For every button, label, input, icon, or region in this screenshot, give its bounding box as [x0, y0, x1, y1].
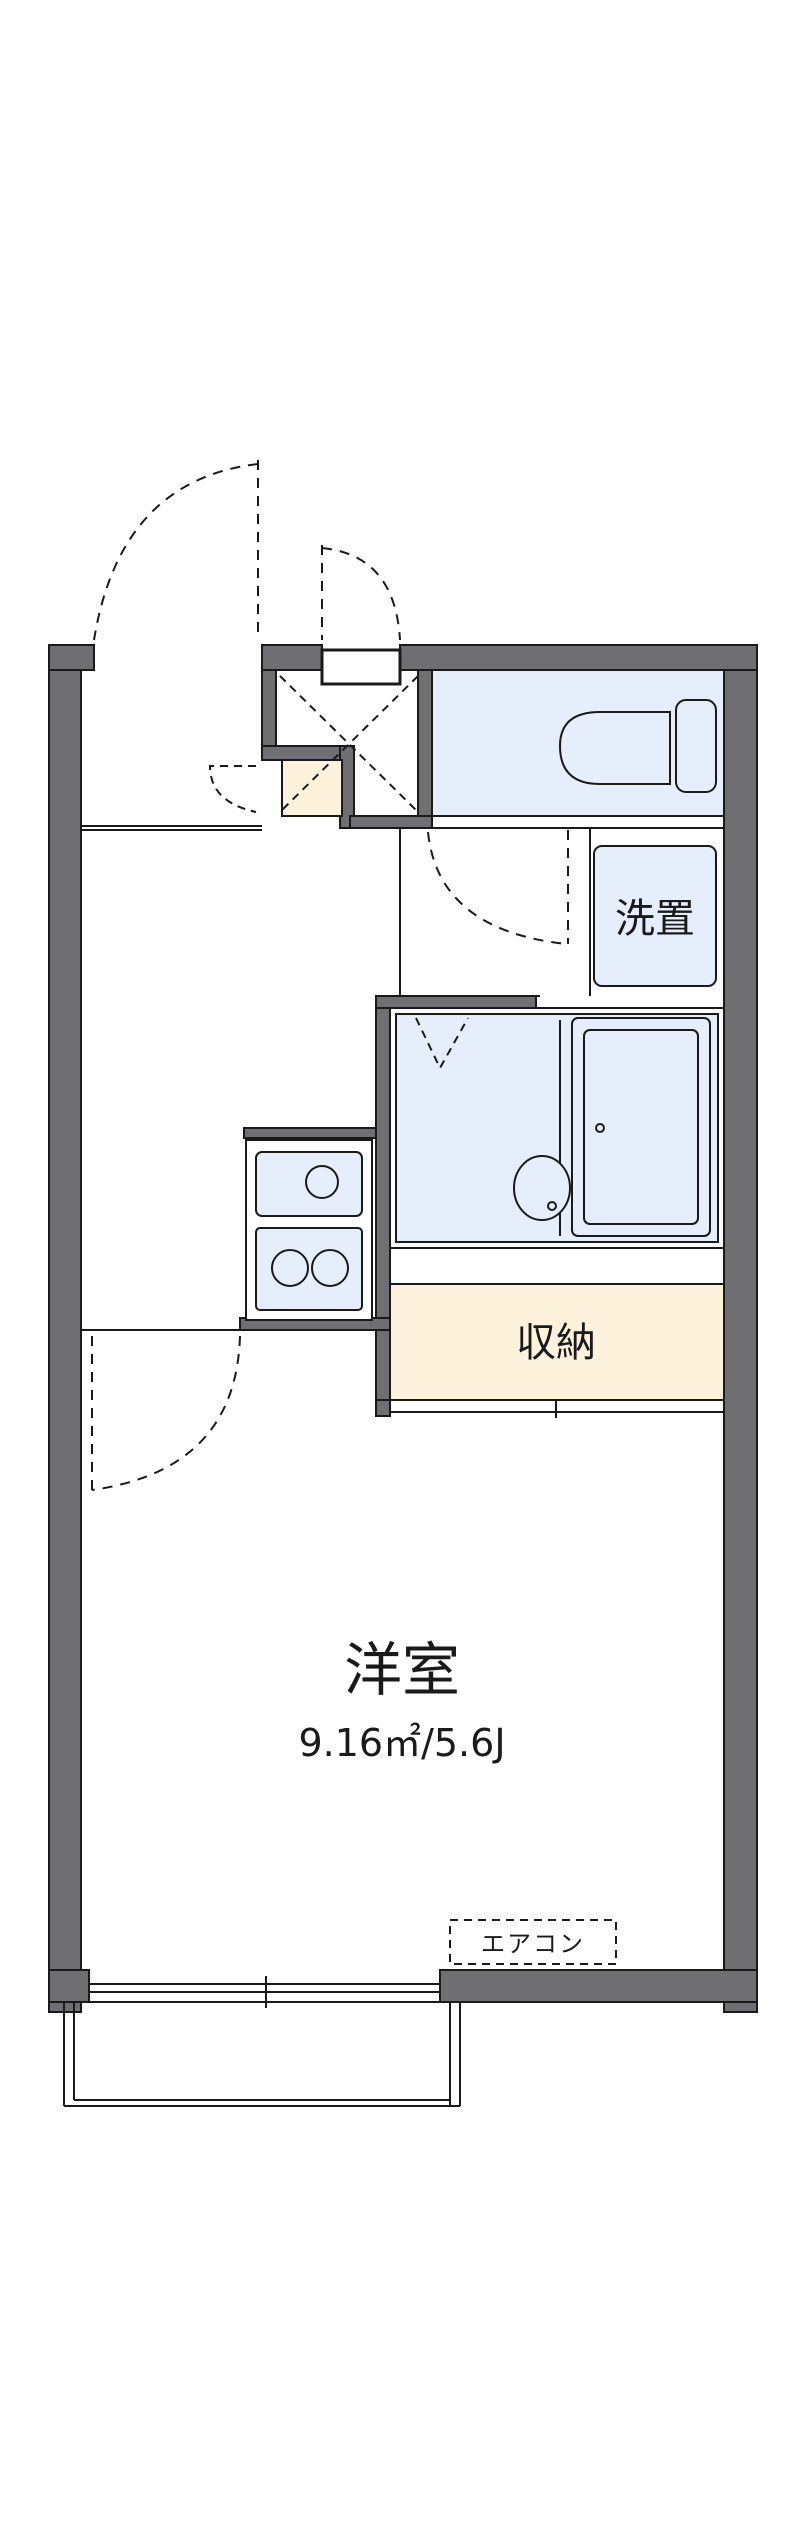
wall-toilet-left	[417, 669, 433, 829]
exterior-door-swings	[93, 460, 401, 641]
toilet-bowl	[558, 711, 671, 785]
bath-door-mark	[415, 1017, 469, 1071]
wall-genkan-step	[261, 745, 353, 761]
shoe-box	[281, 759, 343, 817]
air-conditioner-label: エアコン	[481, 1930, 585, 1958]
top-wall-mid	[261, 644, 323, 671]
balcony-window	[89, 1976, 440, 2008]
bottom-wall-right	[439, 1969, 758, 2003]
top-wall-left	[48, 644, 95, 671]
bottom-wall-left	[48, 1969, 90, 2003]
washer-pan	[593, 845, 717, 987]
left-wall	[48, 644, 82, 2013]
washroom-door-swing	[427, 830, 569, 945]
washbasin	[513, 1155, 571, 1221]
air-conditioner-box	[449, 1919, 617, 1965]
stove	[255, 1227, 363, 1311]
right-wall	[723, 644, 758, 2013]
storage-area	[389, 1283, 725, 1401]
washer-label: 洗置	[615, 896, 695, 942]
storage: 収納	[389, 1283, 725, 1401]
wall-kitchen-top	[243, 1127, 377, 1139]
washer-space: 洗置	[427, 830, 717, 987]
burner-left	[271, 1249, 309, 1287]
wall-storage-bottom	[375, 1399, 391, 1417]
washbasin-drain	[547, 1201, 557, 1211]
entrance-step	[320, 648, 402, 686]
kitchen-sink	[255, 1151, 363, 1217]
room-door-swing	[91, 1335, 241, 1491]
wall-toilet-bottom	[349, 815, 433, 829]
wall-bath-left	[375, 995, 391, 1417]
outer-walls	[48, 644, 758, 2013]
room-area: 9.16㎡/5.6J	[298, 1721, 505, 1765]
burner-right	[311, 1249, 349, 1287]
bathtub-inner	[583, 1029, 699, 1225]
entrance-cross-icon	[279, 675, 419, 813]
kitchen	[245, 1139, 373, 1321]
balcony	[63, 2002, 461, 2107]
small-door-arc	[208, 765, 257, 813]
bathtub-drain	[595, 1123, 605, 1133]
wall-bath-top	[375, 995, 537, 1009]
toilet-tank	[675, 699, 717, 793]
room-name: 洋室	[344, 1636, 460, 1704]
storage-label: 収納	[516, 1320, 596, 1366]
entrance	[208, 648, 419, 817]
toilet-room	[431, 669, 725, 817]
kitchen-sink-drain	[305, 1165, 339, 1199]
bathroom	[389, 1007, 725, 1249]
air-conditioner: エアコン	[449, 1919, 617, 1965]
top-wall-right	[399, 644, 758, 671]
